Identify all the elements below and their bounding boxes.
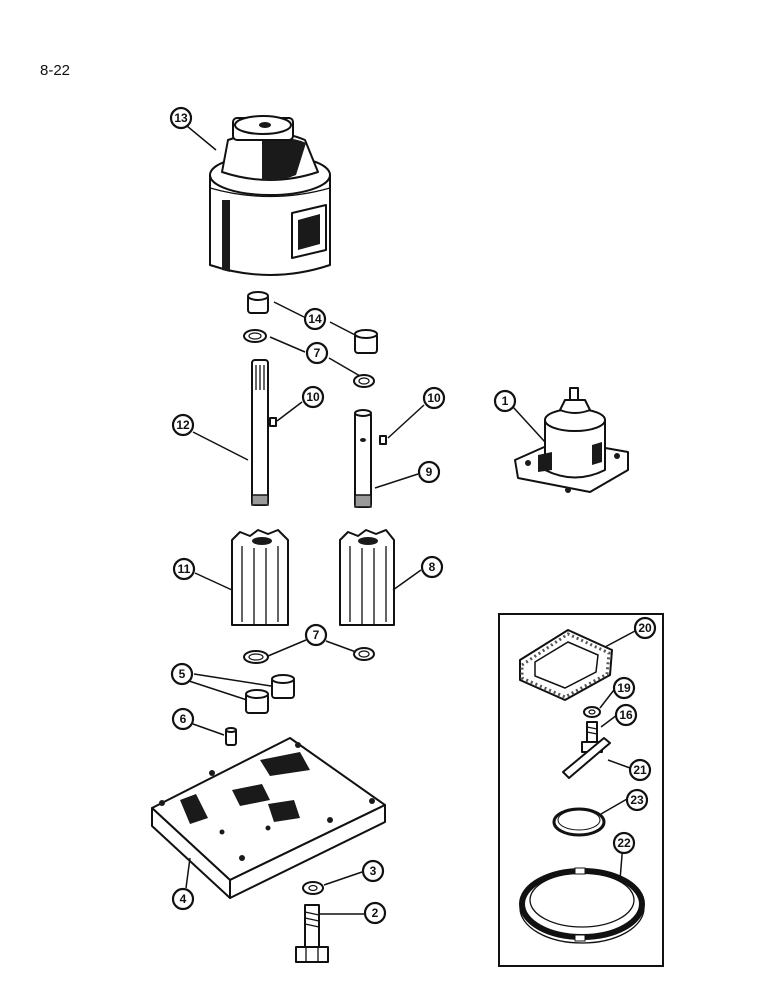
top-snap-rings-part [243, 329, 375, 388]
callout-6: 6 [171, 707, 195, 731]
callout-20: 20 [633, 616, 657, 640]
drive-shaft-part [251, 359, 269, 506]
svg-text:12: 12 [176, 418, 190, 432]
svg-text:10: 10 [427, 391, 441, 405]
svg-text:23: 23 [630, 793, 644, 807]
svg-text:1: 1 [502, 394, 509, 408]
callout-4: 4 [171, 887, 195, 911]
gasket-part [519, 629, 613, 701]
bottom-snap-rings-part [243, 647, 375, 664]
callout-23: 23 [625, 788, 649, 812]
callout-5: 5 [170, 662, 194, 686]
seal-kit-inset-box [498, 613, 664, 967]
cover-plate-part [151, 737, 386, 899]
drive-gear-part [231, 529, 289, 626]
callout-22: 22 [612, 831, 636, 855]
large-seal-ring-part [519, 867, 645, 944]
callout-21: 21 [628, 758, 652, 782]
bottom-bushings-part [245, 674, 295, 714]
pump-housing-part [209, 115, 331, 276]
svg-text:22: 22 [617, 836, 631, 850]
pump-assembly-part [514, 387, 629, 493]
idler-gear-part [339, 529, 395, 626]
seal-strip-part [562, 737, 611, 779]
callout-2: 2 [363, 901, 387, 925]
svg-text:19: 19 [617, 681, 631, 695]
callout-19: 19 [612, 676, 636, 700]
woodruff-keys-part [269, 417, 387, 445]
svg-text:10: 10 [306, 390, 320, 404]
dowel-pin-part [225, 727, 237, 746]
callout-7-top: 7 [305, 341, 329, 365]
callout-12: 12 [171, 413, 195, 437]
svg-text:16: 16 [619, 708, 633, 722]
callout-16: 16 [614, 703, 638, 727]
callout-9: 9 [417, 460, 441, 484]
callout-10-right: 10 [422, 386, 446, 410]
svg-text:21: 21 [633, 763, 647, 777]
svg-text:13: 13 [174, 111, 188, 125]
callout-7-bottom: 7 [304, 623, 328, 647]
svg-text:2: 2 [372, 906, 379, 920]
page-number: 8-22 [40, 62, 71, 79]
leader-lines [185, 125, 636, 915]
washer-part [302, 881, 324, 895]
svg-text:3: 3 [370, 864, 377, 878]
top-bushings-part [247, 291, 378, 354]
svg-text:20: 20 [638, 621, 652, 635]
svg-text:6: 6 [180, 712, 187, 726]
small-o-ring-part [552, 807, 606, 837]
callout-1: 1 [493, 389, 517, 413]
callout-3: 3 [361, 859, 385, 883]
svg-text:11: 11 [178, 562, 191, 576]
cap-screw-part [295, 904, 329, 963]
callout-11: 11 [172, 557, 196, 581]
svg-text:9: 9 [426, 465, 433, 479]
inset-washer-part [583, 706, 601, 718]
svg-text:14: 14 [308, 312, 322, 326]
svg-text:5: 5 [179, 667, 186, 681]
callout-10-left: 10 [301, 385, 325, 409]
idler-shaft-part [354, 409, 372, 508]
callout-13: 13 [169, 106, 193, 130]
callout-8: 8 [420, 555, 444, 579]
svg-text:8: 8 [429, 560, 436, 574]
svg-text:4: 4 [180, 892, 187, 906]
svg-text:7: 7 [313, 628, 320, 642]
callout-14: 14 [303, 307, 327, 331]
svg-text:7: 7 [314, 346, 321, 360]
